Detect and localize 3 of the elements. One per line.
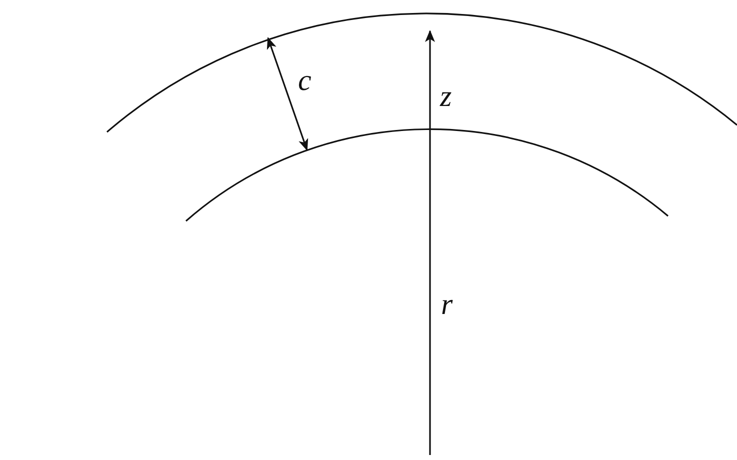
- axis-label: z: [440, 82, 452, 112]
- dimension-label: c: [298, 66, 312, 96]
- axis-label: r: [441, 290, 453, 320]
